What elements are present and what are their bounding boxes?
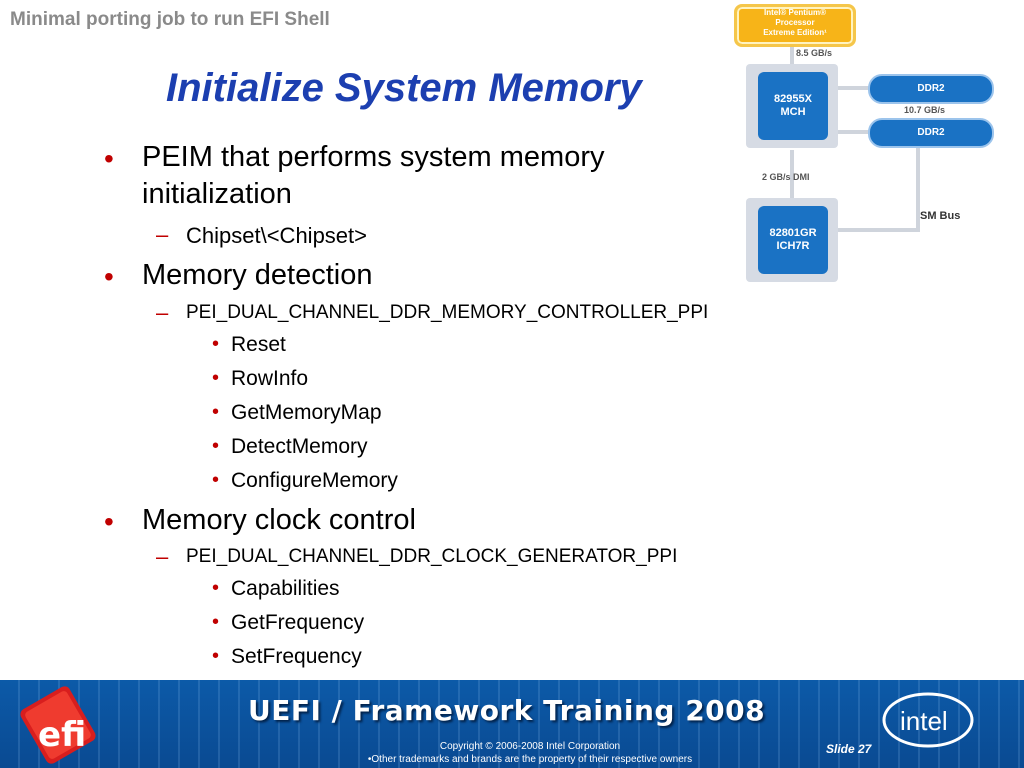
bullet-marker: • <box>104 143 114 174</box>
dash-marker: – <box>156 544 169 569</box>
chipset-diagram: Intel® Pentium® Processor Extreme Editio… <box>730 0 1024 290</box>
bullet-marker: • <box>104 261 114 292</box>
dmi-line <box>790 150 794 198</box>
ddr-line-bottom <box>834 130 872 134</box>
dash-marker: – <box>156 222 169 247</box>
bullet-memory-controller-ppi: PEI_DUAL_CHANNEL_DDR_MEMORY_CONTROLLER_P… <box>186 302 709 323</box>
bullet-memory-clock: Memory clock control <box>142 504 416 536</box>
intel-logo-icon: intel <box>882 692 974 748</box>
bullet-marker: • <box>212 577 220 599</box>
bullet-chipset: Chipset\<Chipset> <box>186 223 367 248</box>
ddr-line-top <box>834 86 872 90</box>
bullet-marker: • <box>212 611 220 633</box>
bullet-marker: • <box>212 435 220 457</box>
mch-label-line: MCH <box>780 106 806 118</box>
efi-logo-text: efi <box>38 715 86 755</box>
smbus-label: SM Bus <box>920 210 961 222</box>
bullet-configurememory: ConfigureMemory <box>231 469 398 492</box>
cpu-label-line: Extreme Edition¹ <box>763 28 827 37</box>
dmi-label: 2 GB/s DMI <box>762 172 810 182</box>
bullet-marker: • <box>212 469 220 491</box>
ddr-bandwidth-label: 10.7 GB/s <box>904 105 946 115</box>
dash-marker: – <box>156 300 169 325</box>
bullet-rowinfo: RowInfo <box>231 367 309 390</box>
bullet-reset: Reset <box>231 333 286 356</box>
mch-chip: 82955X MCH <box>746 64 838 148</box>
bullet-peim: PEIM that performs system memory <box>142 141 605 173</box>
bullet-detectmemory: DetectMemory <box>231 435 368 458</box>
bullet-marker: • <box>212 333 220 355</box>
copyright: Copyright © 2006-2008 Intel Corporation … <box>330 740 730 766</box>
ich-label-line: ICH7R <box>776 240 810 252</box>
cpu-label-line: Intel® Pentium® <box>763 8 826 17</box>
bullet-marker: • <box>212 401 220 423</box>
bullet-clock-generator-ppi: PEI_DUAL_CHANNEL_DDR_CLOCK_GENERATOR_PPI <box>186 546 678 567</box>
bullet-setfrequency: SetFrequency <box>231 645 362 668</box>
footer-banner: efi UEFI / Framework Training 2008 Copyr… <box>0 680 1024 768</box>
cpu-bus-label: 8.5 GB/s <box>796 48 833 58</box>
smbus-line-vertical <box>916 146 920 230</box>
bullet-peim-cont: initialization <box>142 178 292 210</box>
trademark-line: •Other trademarks and brands are the pro… <box>367 754 693 765</box>
cpu-bus-line <box>790 44 794 66</box>
bullet-marker: • <box>104 506 114 537</box>
mch-label-line: 82955X <box>774 93 812 105</box>
footer-stripe-pattern <box>0 680 1024 768</box>
ich-label-line: 82801GR <box>769 227 817 239</box>
ich-chip: 82801GR ICH7R <box>746 198 838 282</box>
ddr2-top: DDR2 <box>868 74 994 104</box>
bullet-getfrequency: GetFrequency <box>231 611 365 634</box>
bullet-capabilities: Capabilities <box>231 577 340 600</box>
slide-number: Slide 27 <box>826 742 872 756</box>
slide-header: Minimal porting job to run EFI Shell <box>10 9 330 30</box>
cpu-block: Intel® Pentium® Processor Extreme Editio… <box>734 4 856 47</box>
intel-logo-text: intel <box>900 706 948 736</box>
slide-title: Initialize System Memory <box>166 66 642 110</box>
efi-logo-icon: efi <box>20 686 96 764</box>
cpu-label-line: Processor <box>775 18 815 27</box>
footer-title: UEFI / Framework Training 2008 <box>248 694 766 727</box>
copyright-line: Copyright © 2006-2008 Intel Corporation <box>439 741 621 752</box>
bullet-memory-detection: Memory detection <box>142 259 373 291</box>
ddr2-bottom: DDR2 <box>868 118 994 148</box>
bullet-list: • PEIM that performs system memory initi… <box>104 141 709 668</box>
smbus-line-horizontal <box>834 228 920 232</box>
bullet-marker: • <box>212 645 220 667</box>
bullet-marker: • <box>212 367 220 389</box>
bullet-getmemorymap: GetMemoryMap <box>231 401 382 424</box>
